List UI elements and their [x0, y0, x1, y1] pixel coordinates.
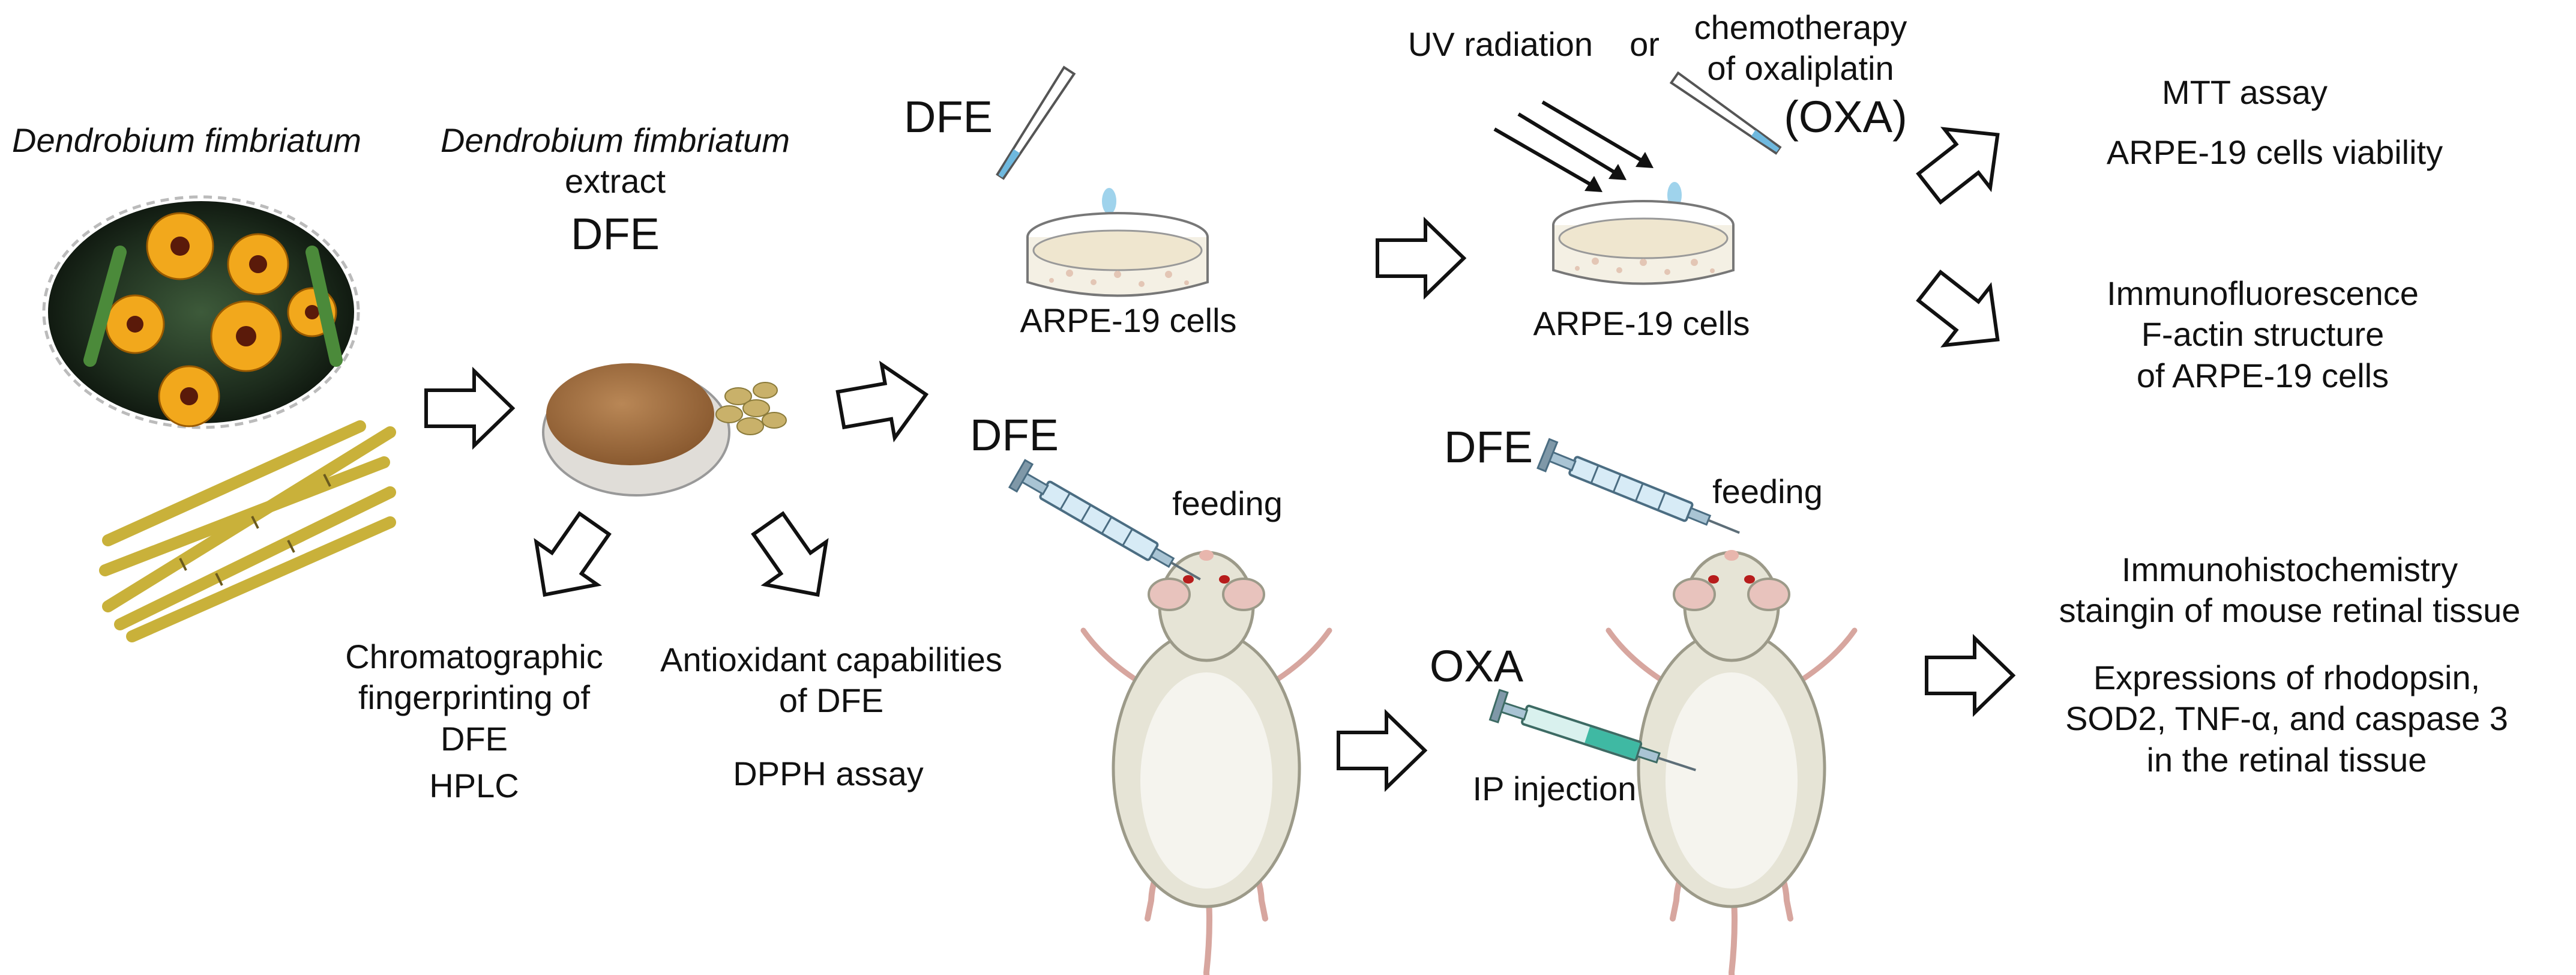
in-vivo-dfe-label-1: DFE — [970, 410, 1059, 460]
immunofluorescence-label: Immunofluorescence F-actin structure of … — [2053, 273, 2473, 396]
uv-rays — [1493, 100, 1646, 188]
expr-line-2: SOD2, TNF-α, and caspase 3 — [2065, 699, 2508, 738]
culture-dish-dfe — [1026, 212, 1209, 297]
arrow-dish-to-exposure — [1377, 221, 1464, 295]
dried-stems — [99, 420, 396, 642]
chemo-label: chemotherapy of oxaliplatin — [1675, 7, 1927, 89]
immunohistochemistry-label: Immunohistochemistry staingin of mouse r… — [2023, 549, 2557, 632]
extract-label: Dendrobium fimbriatum extract — [420, 120, 810, 202]
feeding-label-2: feeding — [1712, 472, 1823, 510]
dpph-label: DPPH assay — [733, 755, 924, 792]
dfe-powder — [546, 363, 714, 465]
arrow-to-immunofluorescence — [1907, 257, 2021, 369]
chromatography-line-2: fingerprinting of — [358, 678, 590, 717]
dfe-pipette — [996, 65, 1076, 180]
feeding-label-1: feeding — [1172, 484, 1283, 522]
ip-injection-syringe — [1488, 689, 1696, 771]
plant-name-label: Dendrobium fimbriatum — [12, 121, 361, 159]
chemo-line-1: chemotherapy — [1694, 8, 1907, 46]
chromatography-line-3: DFE — [441, 719, 508, 758]
dfe-abbrev-label: DFE — [571, 209, 660, 259]
ihc-line-2: staingin of mouse retinal tissue — [2059, 591, 2521, 630]
expressions-label: Expressions of rhodopsin, SOD2, TNF-α, a… — [2053, 657, 2521, 780]
ihc-line-1: Immunohistochemistry — [2121, 551, 2458, 588]
mouse-dfe-oxa — [1608, 550, 1855, 975]
ip-injection-label: IP injection — [1472, 770, 1637, 807]
arrow-extract-to-hplc — [514, 503, 625, 616]
plant-leaves — [83, 246, 343, 367]
uv-label: UV radiation — [1407, 25, 1593, 63]
in-vitro-dfe-label: DFE — [904, 92, 993, 142]
if-line-1: Immunofluorescence — [2107, 274, 2419, 312]
dfe-drop — [1102, 188, 1116, 214]
expr-line-3: in the retinal tissue — [2146, 740, 2427, 779]
arrow-to-immunohistochemistry — [1927, 638, 2013, 713]
hplc-label: HPLC — [429, 767, 519, 804]
expr-line-1: Expressions of rhodopsin, — [2093, 659, 2481, 696]
culture-dish-exposed — [1552, 200, 1735, 285]
uv-ray-tips — [1584, 152, 1654, 192]
extract-plant-name: Dendrobium fimbriatum — [441, 121, 790, 159]
arrow-extract-to-dpph — [738, 503, 848, 616]
cells-label-2: ARPE-19 cells — [1533, 304, 1750, 342]
dried-seeds — [715, 382, 787, 435]
arrow-extract-to-experiments — [834, 358, 932, 446]
if-line-3: of ARPE-19 cells — [2136, 356, 2389, 394]
if-line-2: F-actin structure — [2141, 315, 2385, 354]
chromatography-line-1: Chromatographic — [345, 638, 603, 675]
oxa-pipette — [1669, 71, 1782, 155]
antioxidant-line-1: Antioxidant capabilities — [660, 641, 1002, 678]
stem-nodes — [179, 474, 331, 586]
mtt-description: ARPE-19 cells viability — [2106, 133, 2443, 171]
chemo-line-2: of oxaliplatin — [1707, 49, 1894, 88]
extract-word: extract — [564, 162, 666, 201]
in-vivo-oxa-label: OXA — [1429, 641, 1524, 691]
mouse-dfe-only — [1083, 550, 1329, 975]
arrow-to-mtt — [1907, 106, 2021, 217]
in-vivo-dfe-label-2: DFE — [1444, 422, 1533, 472]
mtt-title: MTT assay — [2162, 73, 2328, 111]
antioxidant-line-2: of DFE — [778, 681, 884, 720]
antioxidant-label: Antioxidant capabilities of DFE — [633, 639, 1029, 722]
arrow-plant-to-extract — [426, 371, 513, 445]
or-label: or — [1630, 25, 1660, 63]
flower-centers — [127, 237, 319, 405]
chromatography-label: Chromatographic fingerprinting of DFE — [312, 636, 636, 759]
arrow-mouse-to-oxa-mouse — [1338, 713, 1425, 788]
oxa-label-in-vitro: (OXA) — [1784, 92, 1907, 142]
cells-label-1: ARPE-19 cells — [1020, 301, 1237, 339]
